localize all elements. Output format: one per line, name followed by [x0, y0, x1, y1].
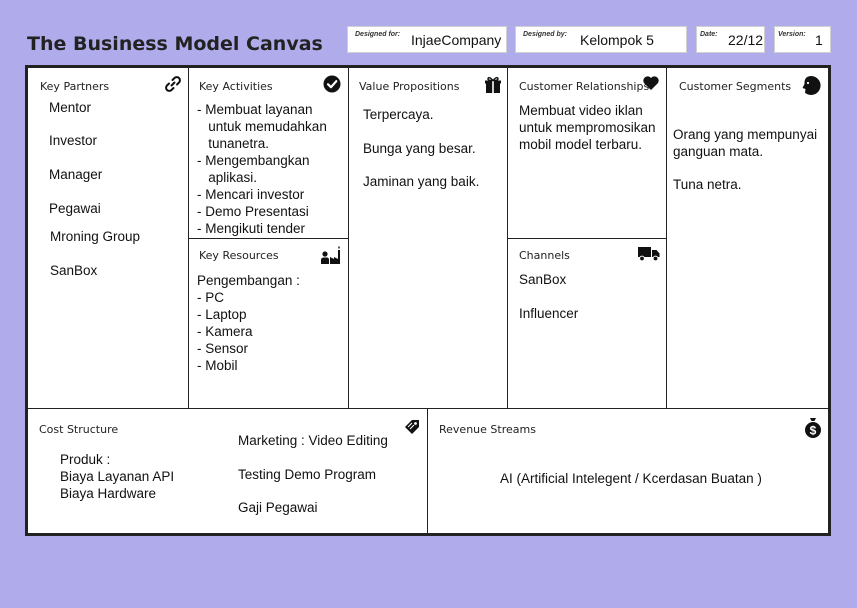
- customer-segments-label: Customer Segments: [679, 80, 792, 93]
- value-proposition-item: Terpercaya.: [363, 107, 434, 122]
- key-activities-block[interactable]: Key Activities - Membuat layanan untuk m…: [188, 68, 348, 238]
- date-label: Date:: [700, 31, 718, 38]
- customer-segments-block[interactable]: Customer Segments Orang yang mempunyai g…: [666, 68, 828, 408]
- key-resources-label: Key Resources: [199, 249, 279, 262]
- date-value: 22/12: [728, 32, 764, 48]
- channel-item: Influencer: [519, 306, 579, 321]
- value-proposition-item: Bunga yang besar.: [363, 141, 476, 156]
- key-partner-item: Mentor: [49, 100, 92, 115]
- designed-for-value: InjaeCompany: [411, 32, 502, 48]
- key-partners-block[interactable]: Key Partners Mentor Investor Manager Peg…: [28, 68, 188, 408]
- key-activities-text: - Membuat layanan untuk memudahkan tunan…: [197, 102, 327, 236]
- version-label: Version:: [778, 31, 806, 38]
- truck-icon: [638, 247, 660, 262]
- cost-structure-left-text: Produk : Biaya Layanan API Biaya Hardwar…: [60, 452, 175, 501]
- designed-for-label: Designed for:: [355, 31, 401, 38]
- key-resources-block[interactable]: Key Resources Pengembangan : - PC - Lapt…: [188, 238, 348, 408]
- cost-item: Testing Demo Program: [238, 467, 377, 482]
- version-value: 1: [815, 32, 823, 48]
- channels-label: Channels: [519, 249, 570, 262]
- page-title: The Business Model Canvas: [27, 33, 323, 55]
- key-activities-label: Key Activities: [199, 80, 273, 93]
- version-field[interactable]: Version: 1: [774, 26, 831, 53]
- customer-relationships-block[interactable]: Customer Relationships Membuat video ikl…: [507, 68, 666, 238]
- value-propositions-block[interactable]: Value Propositions Terpercaya. Bunga yan…: [348, 68, 507, 408]
- revenue-streams-block[interactable]: Revenue Streams $ AI (Artificial Inteleg…: [427, 408, 828, 536]
- factory-worker-icon: [321, 246, 340, 264]
- business-model-canvas: Key Partners Mentor Investor Manager Peg…: [25, 65, 831, 536]
- date-field[interactable]: Date: 22/12: [696, 26, 765, 53]
- person-head-icon: [802, 76, 821, 95]
- key-partner-item: Mroning Group: [50, 229, 141, 244]
- channel-item: SanBox: [519, 272, 567, 287]
- money-bag-icon: $: [805, 418, 821, 438]
- cost-item: Marketing : Video Editing: [238, 433, 388, 448]
- designed-by-value: Kelompok 5: [580, 32, 654, 48]
- designed-by-field[interactable]: Designed by: Kelompok 5: [515, 26, 687, 53]
- value-propositions-label: Value Propositions: [359, 80, 460, 93]
- cost-structure-block[interactable]: Cost Structure Produk : Biaya Layanan AP…: [28, 408, 427, 536]
- designed-by-label: Designed by:: [523, 31, 567, 38]
- cost-item: Gaji Pegawai: [238, 500, 318, 515]
- price-tag-icon: [405, 420, 419, 434]
- checkmark-icon: [323, 75, 341, 93]
- key-partner-item: SanBox: [50, 263, 98, 278]
- key-partner-item: Manager: [49, 167, 103, 182]
- gift-icon: [485, 76, 501, 93]
- revenue-streams-text: AI (Artificial Intelegent / Kcerdasan Bu…: [500, 471, 762, 486]
- customer-segments-text2: Tuna netra.: [673, 177, 742, 192]
- value-proposition-item: Jaminan yang baik.: [363, 174, 480, 189]
- customer-relationships-label: Customer Relationships: [519, 80, 650, 93]
- cost-structure-label: Cost Structure: [39, 423, 119, 436]
- key-partner-item: Pegawai: [49, 201, 101, 216]
- customer-relationships-text: Membuat video iklan untuk mempromosikan …: [519, 103, 656, 152]
- heart-icon: [643, 76, 659, 90]
- key-resources-text: Pengembangan : - PC - Laptop - Kamera - …: [197, 273, 300, 373]
- key-partner-item: Investor: [49, 133, 98, 148]
- designed-for-field[interactable]: Designed for: InjaeCompany: [347, 26, 507, 53]
- customer-segments-text: Orang yang mempunyai ganguan mata.: [673, 127, 818, 159]
- key-partners-label: Key Partners: [40, 80, 110, 93]
- svg-text:$: $: [810, 424, 817, 438]
- revenue-streams-label: Revenue Streams: [439, 423, 536, 436]
- link-icon: [165, 76, 181, 92]
- channels-block[interactable]: Channels SanBox Influencer: [507, 238, 666, 408]
